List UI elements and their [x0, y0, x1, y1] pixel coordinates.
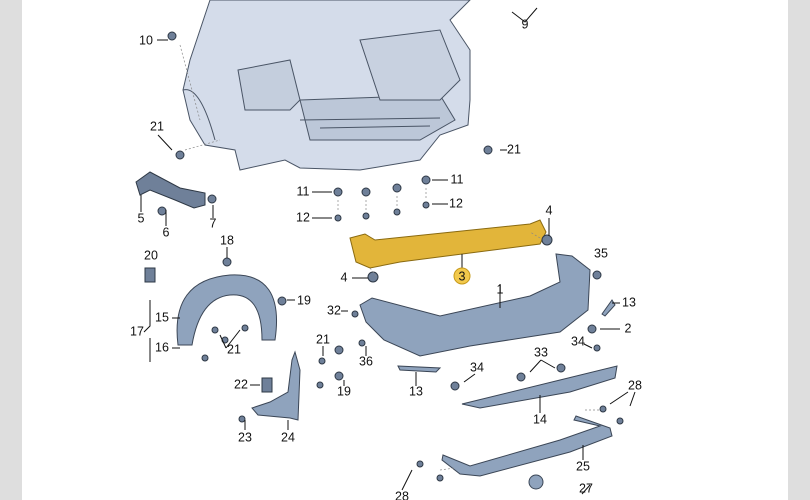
callout-2[interactable]: 2 [625, 321, 632, 335]
leader-lines [140, 7, 636, 495]
callout-labels: 1 2 3 4 4 5 6 7 9 10 11 11 12 12 13 13 1… [130, 17, 642, 500]
mud-flap[interactable] [251, 350, 301, 421]
callout-36[interactable]: 36 [359, 354, 373, 368]
bumper-trim-lower[interactable] [461, 365, 618, 409]
bumper-reinforcement-beam[interactable] [349, 219, 547, 269]
callout-27[interactable]: 27 [579, 481, 593, 495]
reflector-left[interactable] [397, 365, 442, 373]
wheel-arch-liner[interactable] [176, 274, 277, 346]
callout-22[interactable]: 22 [234, 377, 248, 391]
callout-1[interactable]: 1 [497, 282, 504, 296]
callout-34[interactable]: 34 [571, 334, 585, 348]
bracket-22 [261, 377, 273, 393]
callout-25[interactable]: 25 [576, 459, 590, 473]
callout-9[interactable]: 9 [522, 17, 529, 31]
callout-23[interactable]: 23 [238, 430, 252, 444]
callout-14[interactable]: 14 [533, 412, 547, 426]
callout-12[interactable]: 12 [296, 210, 310, 224]
callout-11[interactable]: 11 [297, 184, 310, 198]
callout-19[interactable]: 19 [297, 293, 311, 307]
callout-3[interactable]: 3 [459, 269, 466, 283]
part-20 [144, 267, 156, 283]
callout-34[interactable]: 34 [470, 360, 484, 374]
callout-12[interactable]: 12 [449, 196, 463, 210]
callout-17[interactable]: 17 [130, 324, 144, 338]
callout-4[interactable]: 4 [546, 203, 553, 217]
callout-19[interactable]: 19 [337, 384, 351, 398]
bracket[interactable] [135, 171, 206, 209]
callout-35[interactable]: 35 [594, 246, 608, 260]
tow-ball [528, 474, 544, 490]
callout-18[interactable]: 18 [220, 233, 234, 247]
callout-32[interactable]: 32 [327, 303, 341, 317]
callout-3-highlight[interactable] [453, 267, 471, 285]
tow-bar[interactable] [441, 415, 613, 477]
callout-10[interactable]: 10 [139, 33, 153, 47]
callout-15[interactable]: 15 [155, 310, 169, 324]
callout-11[interactable]: 11 [451, 172, 464, 186]
callout-5[interactable]: 5 [138, 211, 145, 225]
callout-6[interactable]: 6 [163, 225, 170, 239]
callout-21[interactable]: 21 [150, 119, 164, 133]
car-body-rear [182, 0, 471, 171]
callout-13[interactable]: 13 [409, 384, 423, 398]
callout-16[interactable]: 16 [155, 340, 169, 354]
callout-28[interactable]: 28 [395, 489, 409, 500]
callout-4[interactable]: 4 [341, 270, 348, 284]
bumper-cover[interactable] [359, 253, 591, 357]
reflector-right[interactable] [601, 299, 616, 317]
callout-28[interactable]: 28 [628, 378, 642, 392]
callout-21[interactable]: 21 [227, 342, 241, 356]
callout-33[interactable]: 33 [534, 345, 548, 359]
callout-21[interactable]: 21 [507, 142, 521, 156]
callout-24[interactable]: 24 [281, 430, 295, 444]
fasteners [157, 31, 624, 482]
callout-13[interactable]: 13 [622, 295, 636, 309]
callout-21[interactable]: 21 [316, 332, 330, 346]
callout-20[interactable]: 20 [144, 248, 158, 262]
callout-7[interactable]: 7 [210, 216, 217, 230]
